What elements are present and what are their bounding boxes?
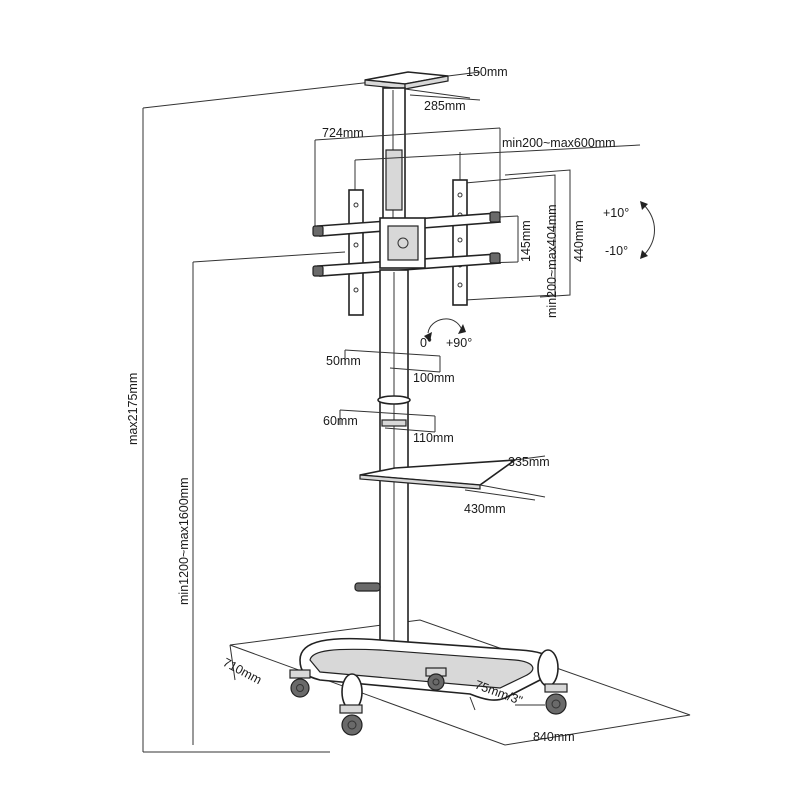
left-vertical-bracket (348, 189, 364, 316)
arm-width-label: 724mm (322, 126, 364, 140)
upper-ring-a-label: 50mm (326, 354, 361, 368)
tilt-arrow-icon (640, 201, 655, 259)
rotation-arrow-icon (424, 318, 466, 342)
tilt-up-label: +10° (603, 206, 629, 220)
cable-clip (354, 582, 381, 592)
total-height-label: max2175mm (126, 373, 140, 445)
base-dimension-lines (229, 644, 476, 711)
vesa-horizontal-label: min200~max600mm (502, 136, 616, 150)
top-plate (364, 71, 481, 101)
upper-ring-guides (339, 349, 441, 433)
shelf-width-label: 430mm (464, 502, 506, 516)
tilt-down-label: -10° (605, 244, 628, 258)
caster-back-left (289, 669, 311, 698)
center-head-plate (379, 217, 426, 269)
shelf (359, 455, 546, 501)
shelf-depth-label: 335mm (508, 455, 550, 469)
bracket-height-label: 440mm (572, 220, 586, 262)
base-depth-label: 710mm (221, 655, 264, 687)
total-height-guide (142, 81, 373, 753)
caster-front-left (339, 704, 363, 736)
lower-ring-b-label: 110mm (413, 431, 454, 445)
caster-back-center (425, 667, 447, 691)
mount-height-guide (192, 251, 346, 745)
base-width-label: 840mm (533, 730, 575, 744)
caster-front-right (515, 683, 568, 715)
upper-ring-b-label: 100mm (413, 371, 455, 385)
main-column (377, 269, 411, 651)
mount-height-label: min1200~max1600mm (177, 478, 191, 606)
right-vertical-bracket (452, 179, 468, 306)
rotation-end-label: +90° (446, 336, 472, 350)
arm-spacing-label: 145mm (519, 220, 533, 262)
upper-column (382, 87, 406, 224)
rotation-start-label: 0° (420, 336, 432, 350)
vesa-vertical-label: min200~max404mm (545, 204, 559, 318)
floor-footprint (229, 619, 691, 746)
lower-ring-a-label: 60mm (323, 414, 358, 428)
top-plate-width-label: 285mm (424, 99, 466, 113)
top-plate-depth-label: 150mm (466, 65, 508, 79)
